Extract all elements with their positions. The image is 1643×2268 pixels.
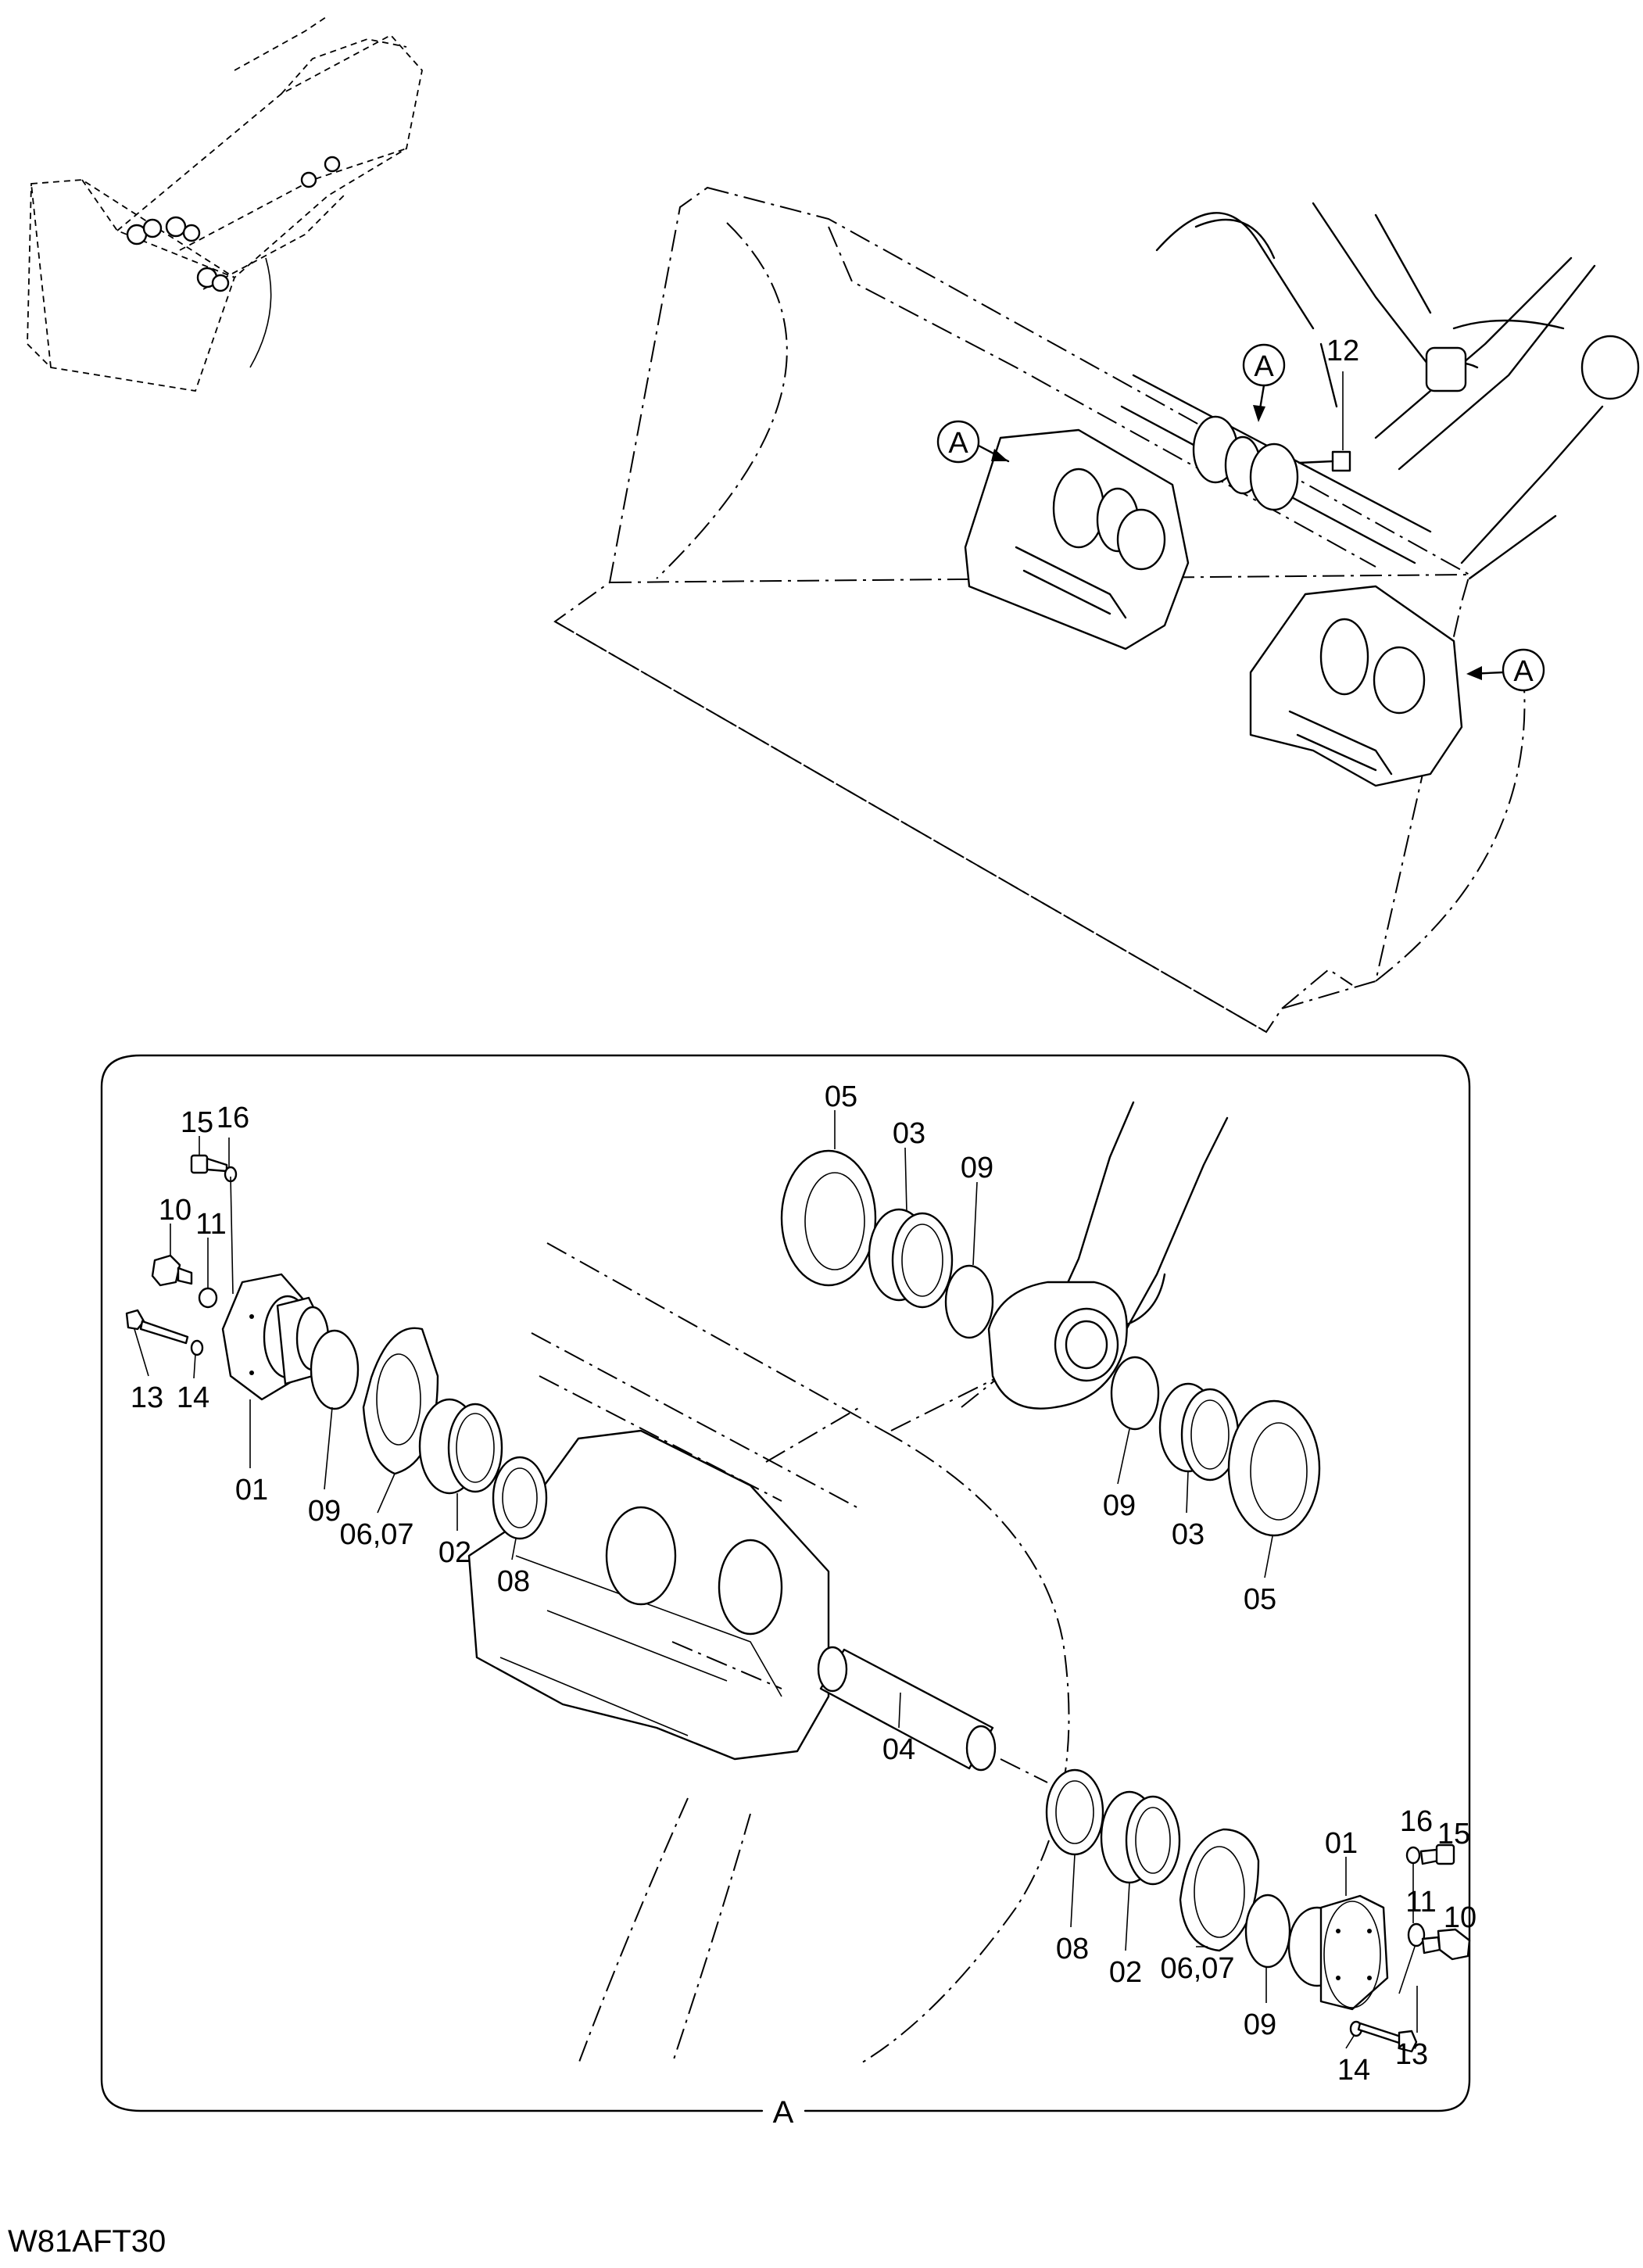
label-06-07-bottom: 06,07 bbox=[1160, 1952, 1234, 1985]
part-01-cap-bottom bbox=[1287, 1894, 1389, 2011]
label-04-center: 04 bbox=[882, 1733, 915, 1766]
left-parts-group bbox=[125, 1154, 548, 1540]
top-parts-group bbox=[780, 1149, 994, 1339]
part-09-oring-right bbox=[1110, 1356, 1160, 1431]
label-05-right: 05 bbox=[1244, 1583, 1276, 1616]
label-09-bottom: 09 bbox=[1244, 2008, 1276, 2041]
svg-text:12: 12 bbox=[1326, 335, 1359, 367]
part-13-bolt-left bbox=[125, 1309, 189, 1345]
label-02-left: 02 bbox=[438, 1536, 471, 1569]
callout-part-12: 12 bbox=[1326, 335, 1359, 450]
label-14-bottom: 14 bbox=[1337, 2054, 1370, 2087]
part-15-bolt-left bbox=[190, 1154, 228, 1174]
leader-lines bbox=[134, 1110, 1418, 2049]
thumbnail-pin-upper bbox=[126, 216, 201, 245]
part-05-plate-top bbox=[780, 1149, 877, 1287]
label-02-bottom: 02 bbox=[1109, 1956, 1142, 1989]
label-13-bottom: 13 bbox=[1395, 2038, 1428, 2071]
part-04-pin bbox=[817, 1646, 1048, 1783]
part-10-bolt-bottom bbox=[1421, 1928, 1471, 1961]
part-02-bushing-bottom bbox=[1100, 1790, 1181, 1886]
label-05-top: 05 bbox=[825, 1080, 857, 1113]
part-09-oring-left bbox=[310, 1329, 360, 1410]
label-03-right: 03 bbox=[1172, 1518, 1205, 1551]
right-parts-group bbox=[1110, 1356, 1321, 1537]
callout-a-center: A bbox=[1242, 343, 1286, 422]
detail-frame-label: A bbox=[773, 2095, 794, 2130]
label-10-left: 10 bbox=[159, 1194, 192, 1227]
bottom-parts-group bbox=[1045, 1768, 1471, 2053]
label-16-bottom: 16 bbox=[1400, 1805, 1433, 1838]
label-08-left: 08 bbox=[497, 1565, 530, 1598]
part-08-seal-bottom bbox=[1045, 1768, 1104, 1856]
label-03-top: 03 bbox=[893, 1117, 925, 1150]
bucket-view: A A A 12 bbox=[553, 186, 1640, 1034]
part-03-bushing-top bbox=[868, 1208, 954, 1309]
overview-thumbnail bbox=[27, 15, 423, 392]
part-06-07-shim-bottom bbox=[1179, 1828, 1260, 1952]
left-hinge-bracket bbox=[964, 428, 1190, 650]
thumbnail-pin-lower bbox=[196, 267, 230, 292]
detail-background bbox=[467, 1101, 1229, 2065]
part-15-bolt-bottom bbox=[1419, 1843, 1455, 1865]
label-15-left: 15 bbox=[181, 1106, 213, 1139]
label-09-right: 09 bbox=[1103, 1489, 1136, 1522]
part-16-washer-bottom bbox=[1405, 1846, 1421, 1865]
detail-labels: 15 16 10 11 13 14 01 09 06,07 02 08 05 0… bbox=[131, 1080, 1477, 2087]
part-01-cap-left bbox=[221, 1273, 330, 1401]
callout-a-left: A bbox=[936, 420, 1010, 464]
svg-text:A: A bbox=[1513, 655, 1534, 688]
callout-a-right: A bbox=[1466, 648, 1545, 692]
part-11-washer-bottom bbox=[1407, 1922, 1426, 1947]
label-06-07-left: 06,07 bbox=[339, 1518, 413, 1551]
label-08-bottom: 08 bbox=[1056, 1933, 1089, 1965]
center-pin-assembly bbox=[1192, 415, 1351, 511]
right-hinge-bracket bbox=[1249, 585, 1463, 787]
label-13-left: 13 bbox=[131, 1381, 163, 1414]
part-14-washer-left bbox=[190, 1339, 204, 1356]
part-09-oring-top bbox=[944, 1264, 994, 1339]
label-10-bottom: 10 bbox=[1444, 1901, 1477, 1934]
label-14-left: 14 bbox=[177, 1381, 209, 1414]
label-16-left: 16 bbox=[217, 1102, 249, 1134]
label-01-left: 01 bbox=[235, 1474, 268, 1507]
part-11-washer-left bbox=[198, 1287, 218, 1309]
part-13-bolt-bottom bbox=[1357, 2022, 1418, 2053]
detail-frame: A bbox=[100, 1054, 1471, 2130]
label-01-bottom: 01 bbox=[1325, 1827, 1358, 1860]
label-11-bottom: 11 bbox=[1405, 1886, 1436, 1919]
svg-text:A: A bbox=[948, 427, 968, 460]
part-03-bushing-right bbox=[1158, 1382, 1240, 1482]
figure-code: W81AFT30 bbox=[8, 2224, 166, 2259]
part-02-bushing-left bbox=[418, 1398, 503, 1495]
label-09-left: 09 bbox=[308, 1495, 341, 1528]
label-09-top: 09 bbox=[961, 1152, 993, 1184]
part-05-plate-right bbox=[1227, 1399, 1321, 1537]
label-11-left: 11 bbox=[195, 1208, 226, 1241]
part-08-seal-left bbox=[492, 1456, 548, 1540]
part-10-bolt-left bbox=[151, 1254, 193, 1287]
part-09-oring-bottom bbox=[1244, 1894, 1291, 1969]
svg-text:A: A bbox=[1254, 350, 1274, 383]
label-15-bottom: 15 bbox=[1437, 1818, 1470, 1851]
